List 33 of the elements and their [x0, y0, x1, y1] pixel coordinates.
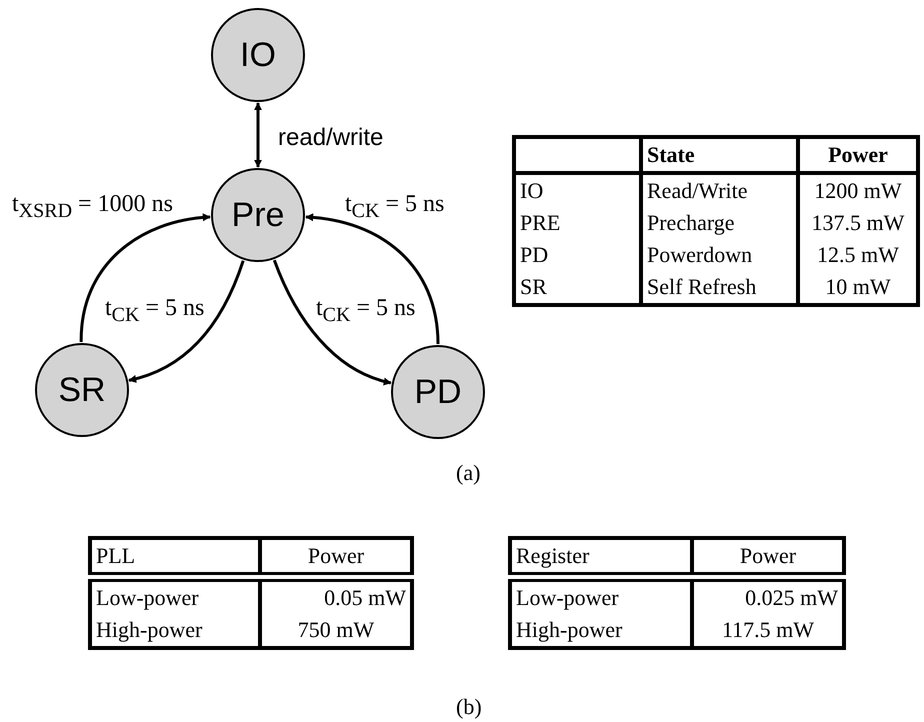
table-cell: 1200 mW	[798, 173, 918, 207]
arrow	[305, 214, 440, 344]
panel-caption: (b)	[456, 694, 482, 720]
state-label: Pre	[232, 196, 284, 234]
table-cell: 0.05 mW	[260, 577, 412, 614]
table-cell: IO	[514, 173, 641, 207]
table-cell: SR	[514, 271, 641, 305]
table-cell: 12.5 mW	[798, 239, 918, 271]
table-cell: 0.025 mW	[692, 577, 844, 614]
arrow	[80, 214, 211, 342]
state-label: SR	[58, 370, 106, 410]
table-cell: Low-power	[90, 577, 260, 614]
panel-caption: (a)	[456, 460, 480, 486]
table-cell: Power	[798, 137, 918, 173]
state-label: PD	[414, 372, 462, 412]
table-cell: Self Refresh	[641, 271, 798, 305]
table-cell: Low-power	[510, 577, 692, 614]
table-cell: 750 mW	[260, 614, 412, 648]
table-cell: PRE	[514, 207, 641, 239]
table-cell: State	[641, 137, 798, 173]
arrow	[128, 260, 245, 382]
arrow	[254, 102, 262, 168]
table-cell: 137.5 mW	[798, 207, 918, 239]
state-label: IO	[240, 36, 276, 74]
table-cell: High-power	[510, 614, 692, 648]
table-cell: Powerdown	[641, 239, 798, 271]
table-cell: Precharge	[641, 207, 798, 239]
table-cell: High-power	[90, 614, 260, 648]
table-cell: Read/Write	[641, 173, 798, 207]
table-cell: 117.5 mW	[692, 614, 844, 648]
table-cell: 10 mW	[798, 271, 918, 305]
arrow	[272, 260, 392, 385]
table-cell: PD	[514, 239, 641, 271]
